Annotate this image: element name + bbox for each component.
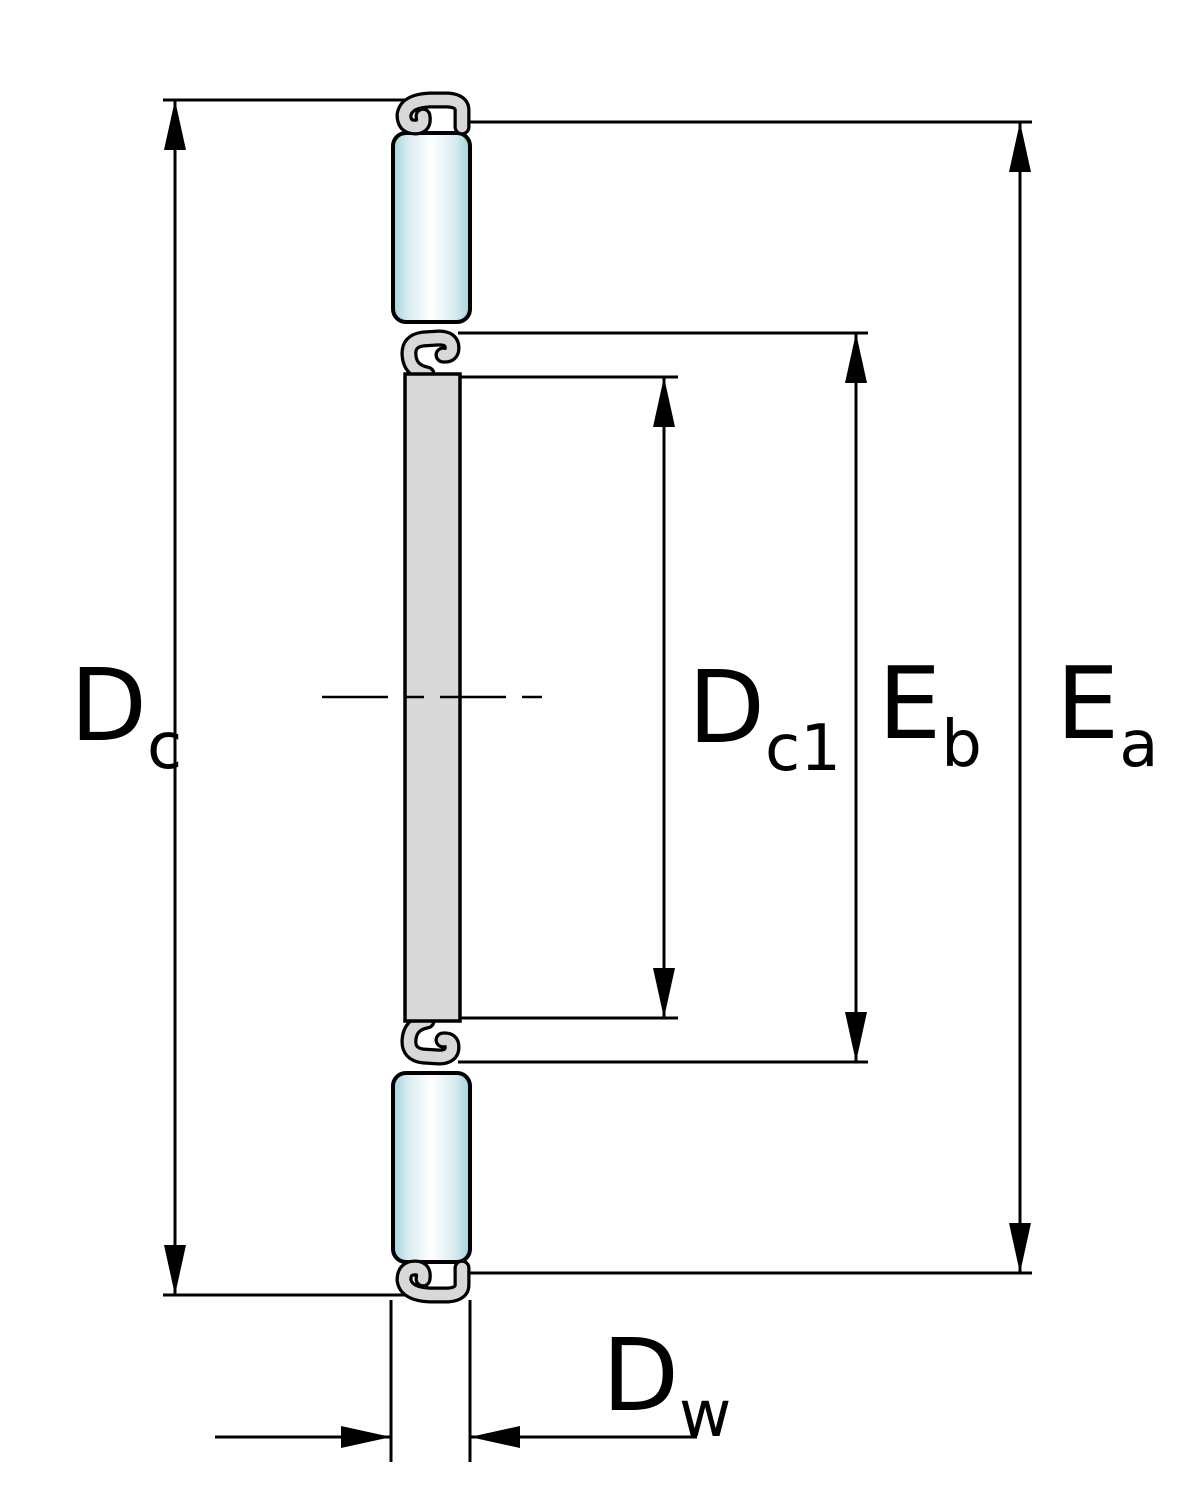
- dc-arrow-up: [164, 100, 186, 150]
- dw-dimension: [215, 1426, 697, 1448]
- ea-arrow-down: [1009, 1223, 1031, 1273]
- dw-label-sub: w: [679, 1378, 731, 1452]
- dc1-label-sub: c1: [765, 712, 841, 786]
- ea-arrow-up: [1009, 122, 1031, 172]
- cage-inner-curl-bottom: [409, 1021, 452, 1057]
- dc-dimension: [164, 100, 186, 1295]
- dc-label-main: D: [70, 647, 147, 764]
- ea-label-main: E: [1056, 645, 1119, 762]
- dc-label-sub: c: [147, 710, 182, 784]
- eb-label-main: E: [878, 645, 941, 762]
- eb-arrow-down: [845, 1012, 867, 1062]
- eb-dimension: [845, 333, 867, 1062]
- cage-inner-curl-top: [409, 338, 452, 374]
- dw-arrow-right: [341, 1426, 391, 1448]
- dc1-label-main: D: [688, 649, 765, 766]
- dw-label-main: D: [602, 1317, 679, 1434]
- dw-arrow-left: [470, 1426, 520, 1448]
- dc1-dimension: [653, 377, 675, 1018]
- bottom-roller: [391, 1071, 472, 1264]
- top-roller: [391, 131, 472, 324]
- eb-label: Eb: [878, 645, 982, 782]
- dc-arrow-down: [164, 1245, 186, 1295]
- dc1-arrow-up: [653, 377, 675, 427]
- dw-label: Dw: [602, 1317, 731, 1452]
- cage-outer-lip-top: [404, 100, 462, 127]
- dc1-label: Dc1: [688, 649, 841, 786]
- ea-label: Ea: [1056, 645, 1158, 782]
- ea-label-sub: a: [1119, 708, 1158, 782]
- ea-dimension: [1009, 122, 1031, 1273]
- dc1-arrow-down: [653, 968, 675, 1018]
- eb-label-sub: b: [941, 708, 982, 782]
- dc-label: Dc: [70, 647, 182, 784]
- eb-arrow-up: [845, 333, 867, 383]
- extension-lines: [163, 98, 1032, 1462]
- cage-outer-lip-bottom: [404, 1268, 462, 1295]
